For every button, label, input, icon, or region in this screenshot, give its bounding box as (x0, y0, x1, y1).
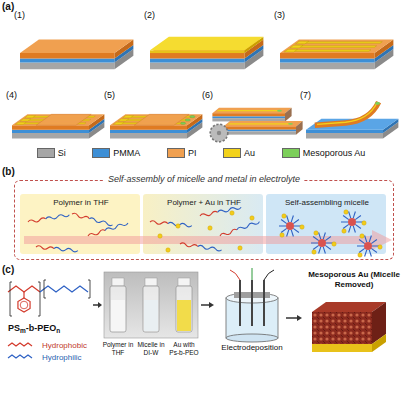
step-1-wafer (20, 40, 133, 70)
vial-label: Micelle in DI-W (135, 341, 167, 357)
block-copolymer-structure (8, 280, 90, 358)
legend-item: Si (37, 148, 66, 158)
micelles (279, 210, 382, 257)
formula-subscript: n (56, 327, 60, 334)
block-legend: Hydrophilic (42, 353, 82, 363)
legend-label: Au (244, 148, 255, 158)
panel-label: Polymer in THF (21, 195, 141, 208)
legend-swatch (92, 148, 110, 158)
stage-panel: Self-assembling micelle (267, 195, 387, 255)
legend-label: PMMA (113, 148, 140, 158)
mesoporous-au-block (312, 302, 386, 352)
step-number: (6) (202, 90, 213, 101)
step-caption: Mesoporous Au (Micelle Removed) (308, 270, 400, 289)
block-legend: Hydrophobic (42, 341, 87, 351)
formula-text: PS (8, 323, 20, 333)
legend-label: PI (188, 148, 197, 158)
legend-label: Mesoporous Au (303, 148, 366, 158)
formula-subscript: m (20, 327, 26, 334)
legend-swatch (167, 148, 185, 158)
formula: PSm-b-PEOn (8, 323, 60, 335)
step-number: (5) (104, 90, 115, 101)
legend-item: PMMA (92, 148, 140, 158)
vial-photo (104, 272, 198, 338)
stage-panel: Polymer in THF (21, 195, 141, 255)
panel-letter: (b) (2, 166, 15, 178)
group-box: Self-assembly of micelle and metal in el… (14, 180, 394, 260)
legend-swatch (37, 148, 55, 158)
legend-item: PI (167, 148, 197, 158)
panel-letter: (c) (2, 264, 14, 276)
step-number: (4) (6, 90, 17, 101)
legend-swatch (223, 148, 241, 158)
panel-letter: (a) (2, 1, 14, 13)
step-caption: Electrodeposition (210, 343, 294, 353)
step-6-dicing (210, 108, 302, 142)
vial-label: Au with Ps-b-PEO (168, 341, 200, 357)
step-number: (7) (300, 90, 311, 101)
assembly-panels (20, 194, 392, 254)
step-number: (3) (274, 10, 285, 21)
step-4-pi-cover (12, 114, 104, 138)
electrodeposition-cell (226, 268, 278, 342)
group-title: Self-assembly of micelle and metal in el… (104, 174, 304, 185)
legend: Si PMMA PI Au Mesoporous Au (10, 148, 392, 158)
step-2-au-layer (150, 37, 263, 69)
step-number: (1) (14, 10, 25, 21)
step-3-electrodes (280, 40, 393, 70)
stage-panel: Polymer + Au in THF (144, 195, 264, 255)
polymer-chains (28, 206, 260, 252)
legend-label: Si (58, 148, 66, 158)
vial-label: Polymer in THF (102, 341, 134, 357)
legend-swatch (282, 148, 300, 158)
step-5-mesoporous (110, 114, 202, 138)
gold-ions (158, 211, 254, 252)
step-number: (2) (144, 10, 155, 21)
panel-label: Polymer + Au in THF (144, 195, 264, 208)
legend-item: Au (223, 148, 255, 158)
step-7-release (306, 102, 398, 139)
formula-text: -b-PEO (26, 323, 57, 333)
legend-item: Mesoporous Au (282, 148, 366, 158)
panel-label: Self-assembling micelle (267, 195, 387, 208)
